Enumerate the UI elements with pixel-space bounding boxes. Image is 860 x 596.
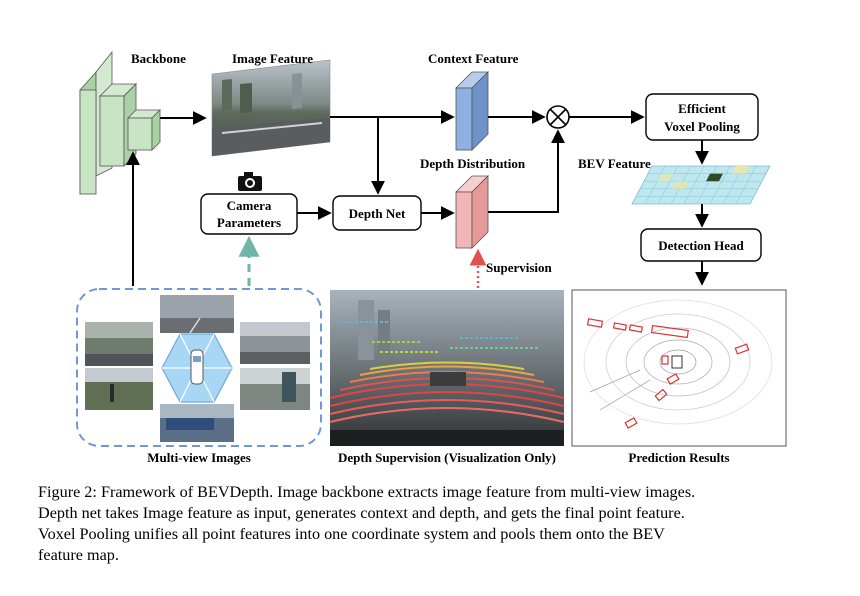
caption-line-2: Depth net takes Image feature as input, … xyxy=(38,504,685,522)
supervision-label: Supervision xyxy=(486,260,553,275)
efficient-voxel-pooling-label-line1: Efficient xyxy=(678,101,726,116)
context-feature-label: Context Feature xyxy=(428,51,519,66)
multi-view-images-panel xyxy=(76,288,322,447)
camera-icon xyxy=(238,172,262,191)
flow-arrows xyxy=(126,110,709,286)
multi-view-images-label: Multi-view Images xyxy=(147,450,251,465)
figure-caption: Figure 2: Framework of BEVDepth. Image b… xyxy=(38,482,828,566)
prediction-results-visualization xyxy=(571,289,787,447)
depth-supervision-visualization xyxy=(329,290,565,446)
caption-line-3: Voxel Pooling unifies all point features… xyxy=(38,525,665,543)
depth-distribution-label: Depth Distribution xyxy=(420,156,526,171)
backbone-label: Backbone xyxy=(131,51,186,66)
backbone-block xyxy=(79,50,161,196)
bev-feature-label: BEV Feature xyxy=(578,156,651,171)
context-feature-block xyxy=(455,71,489,151)
outer-product-operator xyxy=(546,105,570,129)
efficient-voxel-pooling-label-line2: Voxel Pooling xyxy=(664,119,740,134)
prediction-results-label: Prediction Results xyxy=(628,450,729,465)
camera-parameters-label-line1: Camera xyxy=(227,198,272,213)
image-feature-block xyxy=(211,59,331,157)
depth-supervision-label: Depth Supervision (Visualization Only) xyxy=(338,450,556,465)
caption-line-1: Figure 2: Framework of BEVDepth. Image b… xyxy=(38,483,696,501)
camera-parameters-label-line2: Parameters xyxy=(217,215,281,230)
image-feature-label: Image Feature xyxy=(232,51,313,66)
depth-distribution-block xyxy=(455,175,489,249)
bev-feature-grid xyxy=(631,165,771,205)
bevdepth-framework-diagram: Backbone Image Feature Context Feature D… xyxy=(76,50,787,465)
caption-line-4: feature map. xyxy=(38,546,119,564)
detection-head-label: Detection Head xyxy=(658,238,744,253)
depth-net-label: Depth Net xyxy=(349,206,406,221)
